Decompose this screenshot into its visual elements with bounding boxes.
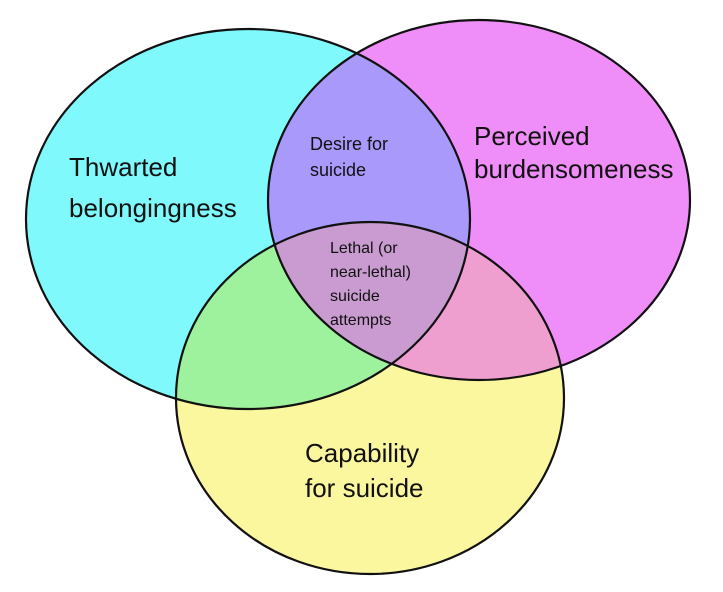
label-thwarted-line-2: belongingness bbox=[69, 193, 237, 223]
label-lethal-line-2: near-lethal) bbox=[330, 264, 411, 281]
label-burden-line-1: Perceived bbox=[474, 121, 590, 151]
label-lethal-line-4: attempts bbox=[330, 312, 391, 329]
label-thwarted-belongingness: Thwarted belongingness bbox=[69, 152, 237, 223]
label-lethal-line-3: suicide bbox=[330, 288, 380, 305]
label-capability-line-2: for suicide bbox=[305, 473, 424, 503]
label-desire-for-suicide: Desire for suicide bbox=[310, 134, 393, 180]
label-burden-line-2: burdensomeness bbox=[474, 154, 673, 184]
label-perceived-burdensomeness: Perceived burdensomeness bbox=[474, 121, 673, 184]
label-lethal-line-1: Lethal (or bbox=[330, 240, 398, 257]
label-capability-for-suicide: Capability for suicide bbox=[305, 438, 426, 503]
label-desire-line-1: Desire for bbox=[310, 134, 388, 154]
label-thwarted-line-1: Thwarted bbox=[69, 152, 177, 182]
set-outline-burden bbox=[266, 18, 692, 382]
set-outline-capability bbox=[174, 220, 566, 576]
set-outline-thwarted bbox=[24, 27, 472, 411]
label-desire-line-2: suicide bbox=[310, 160, 366, 180]
label-lethal-attempts: Lethal (or near-lethal) suicide attempts bbox=[330, 240, 415, 329]
label-capability-line-1: Capability bbox=[305, 438, 419, 468]
